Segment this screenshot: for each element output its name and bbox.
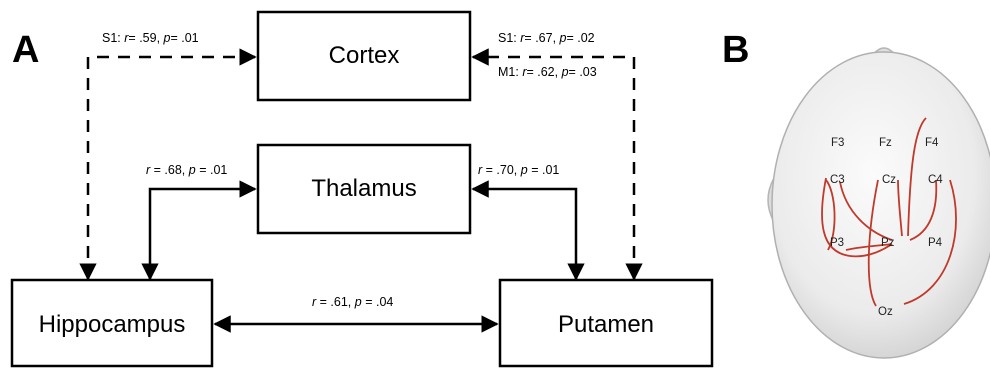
- connection-c3-pz-loop: [821, 177, 893, 258]
- putamen-node: Putamen: [498, 278, 714, 368]
- connection-cz-pz: [897, 179, 903, 237]
- head-diagram: F3 Fz F4 C3 Cz C4 P3 Pz P4 Oz: [767, 47, 990, 359]
- panel-b-label: B: [722, 29, 749, 71]
- edge-thalamus-putamen: [471, 180, 585, 281]
- edge-label-hippocampus-putamen: r = .61, p = .04: [312, 295, 393, 309]
- thalamus-node: Thalamus: [256, 143, 472, 235]
- connection-c4-oz: [903, 179, 957, 305]
- connection-c4-pz: [909, 179, 938, 241]
- thalamus-label: Thalamus: [311, 175, 416, 202]
- edge-label-putamen-cortex-m1: M1: r= .62, p= .03: [498, 65, 597, 79]
- connection-c3-pz: [839, 181, 893, 241]
- connection-cz-oz: [867, 179, 879, 307]
- electrode-p3: P3: [830, 237, 844, 249]
- connection-p3-pz: [845, 243, 893, 251]
- putamen-label: Putamen: [558, 311, 654, 338]
- hippocampus-label: Hippocampus: [39, 311, 186, 338]
- edge-hippocampus-cortex: [79, 48, 257, 281]
- electrode-fz: Fz: [879, 137, 892, 149]
- electrode-cz: Cz: [882, 174, 896, 186]
- connection-f4-pz: [907, 117, 927, 237]
- connection-lines: [821, 117, 957, 307]
- cortex-label: Cortex: [329, 42, 400, 69]
- cortex-node: Cortex: [256, 10, 472, 102]
- electrode-c3: C3: [830, 174, 845, 186]
- edge-thalamus-hippocampus: [141, 180, 257, 281]
- electrode-c4: C4: [928, 174, 943, 186]
- hippocampus-node: Hippocampus: [10, 278, 214, 368]
- electrode-oz: Oz: [878, 306, 893, 318]
- panel-a-label: A: [12, 29, 39, 71]
- edge-label-hippocampus-cortex: S1: r= .59, p= .01: [102, 31, 199, 45]
- electrode-p4: P4: [928, 237, 943, 249]
- edge-label-putamen-cortex-s1: S1: r= .67, p= .02: [498, 31, 595, 45]
- electrode-pz: Pz: [881, 237, 895, 249]
- edge-label-thalamus-hippocampus: r = .68, p = .01: [146, 163, 227, 177]
- edge-label-thalamus-putamen: r = .70, p = .01: [478, 163, 559, 177]
- edge-putamen-cortex: [471, 48, 643, 281]
- electrode-f4: F4: [925, 137, 939, 149]
- electrode-f3: F3: [831, 137, 844, 149]
